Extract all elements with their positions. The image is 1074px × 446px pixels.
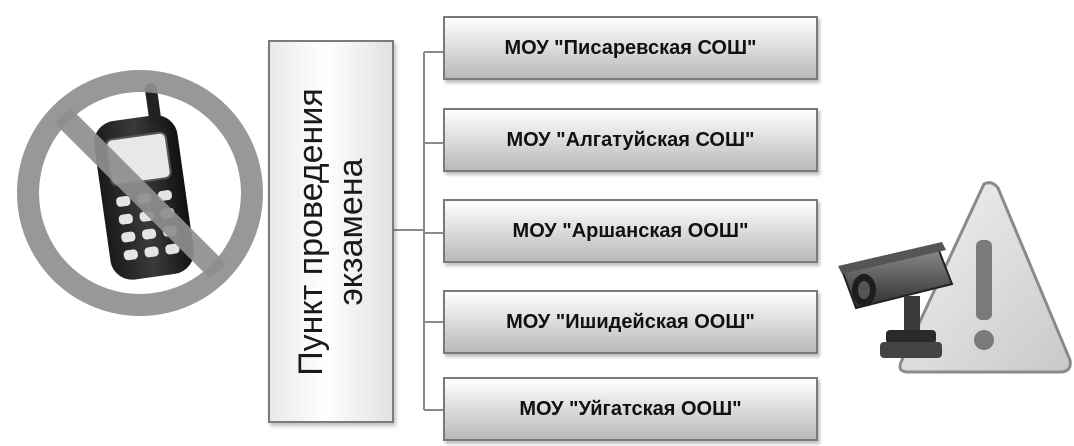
exam-center-label-line1: Пункт проведения [292, 87, 330, 376]
school-box-algatuyskaya: МОУ "Алгатуйская СОШ" [443, 108, 818, 172]
no-mobile-phone-icon [17, 70, 263, 316]
exam-center-box: Пункт проведения экзамена [268, 40, 394, 423]
school-box-pisarevskaya: МОУ "Писаревская СОШ" [443, 16, 818, 80]
school-box-uygatskaya: МОУ "Уйгатская ООШ" [443, 377, 818, 441]
school-box-ishideyskaya: МОУ "Ишидейская ООШ" [443, 290, 818, 354]
surveillance-camera-warning-icon [838, 181, 1072, 374]
exam-center-label-line2: экзамена [332, 157, 370, 306]
exam-center-label: Пункт проведения экзамена [291, 47, 371, 417]
school-box-arshanskaya: МОУ "Аршанская ООШ" [443, 199, 818, 263]
